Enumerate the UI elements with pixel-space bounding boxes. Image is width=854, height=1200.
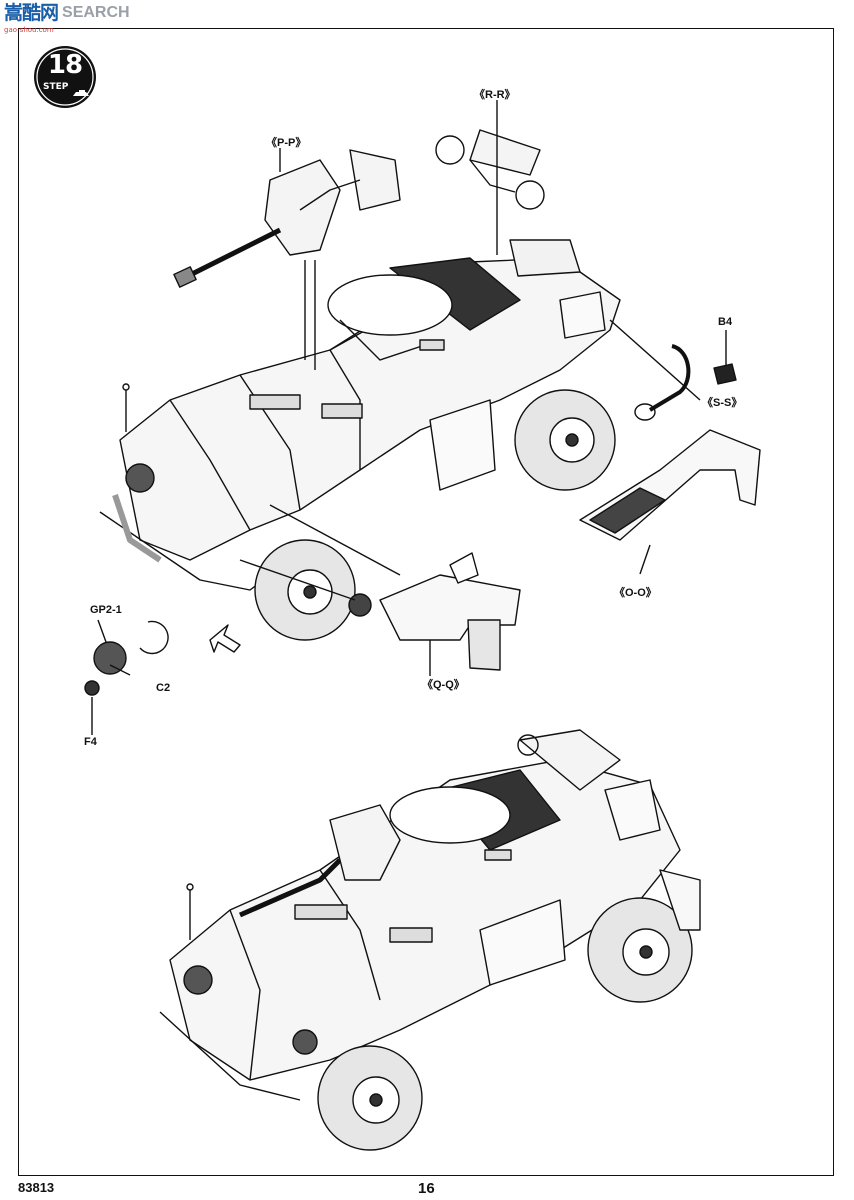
step-badge: 18 STEP bbox=[32, 44, 98, 110]
callout-oo: 《O-O》 bbox=[614, 587, 657, 599]
towing-gear-rr bbox=[435, 129, 545, 210]
gun-subassembly-pp bbox=[173, 149, 401, 288]
callout-ss: 《S-S》 bbox=[702, 397, 743, 409]
watermark: 嵩酷网 SEARCH bbox=[4, 2, 130, 24]
step-label: STEP bbox=[43, 82, 69, 92]
callout-gp2-1: GP2-1 bbox=[90, 604, 122, 616]
callout-b4: B4 bbox=[718, 316, 733, 328]
callout-rr: 《R-R》 bbox=[474, 89, 516, 101]
lower-rear-wheel bbox=[587, 897, 693, 1003]
lower-front-wheel bbox=[317, 1045, 423, 1151]
callout-f4: F4 bbox=[84, 736, 97, 748]
upper-vehicle-exploded-view bbox=[84, 100, 761, 735]
step-number: 18 bbox=[47, 50, 83, 80]
lower-vehicle-completed-view bbox=[159, 729, 701, 1151]
callout-qq: 《Q-Q》 bbox=[422, 679, 465, 691]
front-wheel bbox=[254, 539, 356, 641]
watermark-search-text: SEARCH bbox=[62, 4, 130, 21]
watermark-logo: 嵩酷网 bbox=[4, 2, 59, 24]
callout-pp: 《P-P》 bbox=[266, 137, 307, 149]
watermark-url: gao-shou.com bbox=[4, 26, 54, 34]
rear-wheel bbox=[514, 389, 616, 491]
callout-c2: C2 bbox=[156, 682, 171, 694]
step-badge-icon bbox=[34, 46, 96, 108]
page-border bbox=[18, 28, 834, 1176]
page-number: 16 bbox=[418, 1180, 435, 1197]
kit-number: 83813 bbox=[18, 1180, 55, 1195]
